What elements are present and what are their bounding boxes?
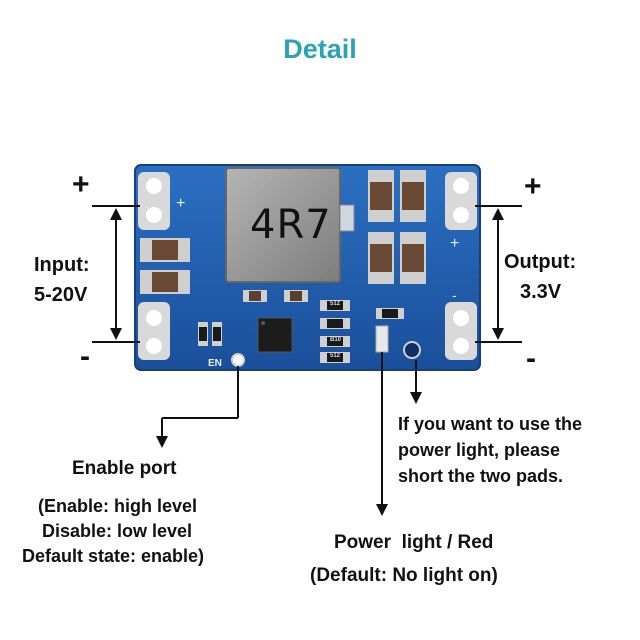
enable-port-line: Default state: enable) (22, 546, 205, 566)
en-pad (231, 353, 245, 367)
page-title: Detail (283, 34, 357, 64)
enable-port-leader (156, 366, 239, 448)
output-minus-sign: - (526, 342, 536, 375)
input-label: Input: (34, 254, 90, 276)
power-light-default: (Default: No light on) (310, 565, 498, 586)
enable-port-line: Disable: low level (42, 521, 193, 541)
input-voltage: 5-20V (34, 284, 88, 306)
short-pads (403, 341, 421, 359)
output-capacitors (368, 170, 426, 284)
power-light-heading: Power light / Red (334, 532, 494, 553)
enable-port-heading: Enable port (72, 458, 177, 479)
small-resistors (198, 290, 404, 363)
enable-port-line: (Enable: high level (38, 496, 198, 516)
input-capacitors (140, 238, 190, 294)
output-label: Output: (504, 251, 577, 273)
resistor-marking: 512 (330, 353, 341, 359)
power-light-note-line: short the two pads. (398, 466, 564, 486)
resistor-marking: 512 (330, 301, 341, 307)
svg-text:+: + (450, 235, 459, 252)
output-voltage: 3.3V (520, 281, 562, 303)
power-light-leader (376, 352, 388, 516)
output-pads (445, 172, 477, 360)
power-light-note-line: power light, please (398, 440, 561, 460)
power-led (375, 325, 389, 353)
en-silk-label: EN (208, 358, 222, 369)
short-pads-leader (410, 360, 422, 404)
output-voltage-arrow (475, 205, 522, 343)
output-plus-sign: + (524, 170, 542, 203)
input-plus-sign: + (72, 168, 90, 201)
svg-text:+: + (176, 195, 185, 212)
input-voltage-arrow (92, 205, 140, 343)
input-pads (138, 172, 170, 360)
svg-text:-: - (452, 287, 457, 303)
power-light-note-line: If you want to use the (398, 414, 583, 434)
resistor-marking: B10 (330, 337, 342, 343)
inductor-marking: 4R7 (250, 202, 332, 248)
input-minus-sign: - (80, 340, 90, 373)
